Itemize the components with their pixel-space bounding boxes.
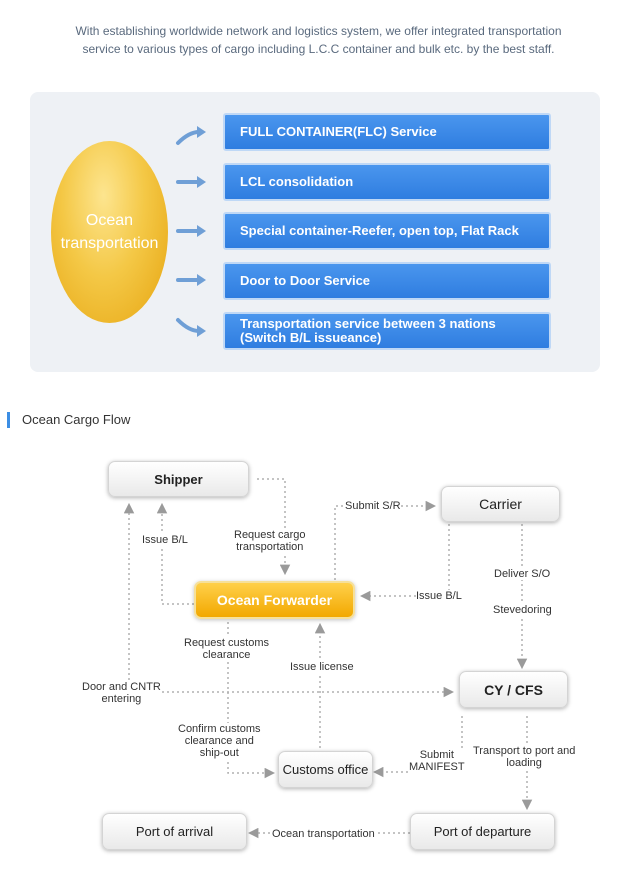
service-label: Door to Door Service <box>240 273 371 288</box>
label-submit-manifest-line-1: Submit <box>419 749 454 761</box>
label-deliver-so: Deliver S/O <box>494 568 551 580</box>
connector-request-customs <box>227 622 276 779</box>
node-port-of-arrival: Port of arrival <box>102 813 247 850</box>
arrow-to-service-3-icon <box>176 225 206 237</box>
service-three-nations: Transportation service between 3 nations… <box>223 312 551 350</box>
label-door-cntr: Door and CNTR entering <box>82 681 161 705</box>
section-title: Ocean Cargo Flow <box>7 412 130 428</box>
label-request-customs-line-2: clearance <box>202 649 251 661</box>
node-customs-label: Customs office <box>282 762 369 777</box>
node-forwarder-label: Ocean Forwarder <box>216 592 333 608</box>
oval-label-line-2: transportation <box>60 235 159 252</box>
intro-line-1: With establishing worldwide network and … <box>75 24 562 38</box>
connector-issue-bl-right <box>359 524 450 602</box>
node-carrier: Carrier <box>441 486 560 522</box>
connector-issue-bl-left <box>156 502 194 605</box>
node-shipper-label: Shipper <box>154 471 203 487</box>
node-port-of-departure: Port of departure <box>410 813 555 850</box>
service-label: FULL CONTAINER(FLC) Service <box>240 124 437 139</box>
service-label: LCL consolidation <box>240 174 354 189</box>
connector-submit-sr <box>334 500 437 580</box>
arrow-to-service-4-icon <box>176 274 206 286</box>
label-request-cargo-line-1: Request cargo <box>234 529 306 541</box>
label-transport-port-line-2: loading <box>506 757 542 769</box>
label-issue-bl-left: Issue B/L <box>142 534 188 546</box>
label-transport-port-line-1: Transport to port and <box>473 745 576 757</box>
label-confirm-customs-line-3: ship-out <box>199 747 239 759</box>
label-confirm-customs-line-1: Confirm customs <box>178 723 261 735</box>
arrow-to-service-2-icon <box>176 176 206 188</box>
label-transport-port: Transport to port and loading <box>473 745 576 769</box>
intro-text: With establishing worldwide network and … <box>40 22 597 58</box>
label-confirm-customs-line-2: clearance and <box>184 735 254 747</box>
service-door-to-door: Door to Door Service <box>223 262 551 300</box>
node-departure-label: Port of departure <box>433 824 532 839</box>
service-label-line-2: (Switch B/L issueance) <box>240 330 382 345</box>
intro-line-2: service to various types of cargo includ… <box>82 42 555 56</box>
node-cycfs-label: CY / CFS <box>484 681 543 698</box>
label-door-cntr-line-1: Door and CNTR <box>82 681 161 693</box>
node-ocean-forwarder: Ocean Forwarder <box>194 581 355 619</box>
node-carrier-label: Carrier <box>479 496 522 512</box>
service-full-container: FULL CONTAINER(FLC) Service <box>223 113 551 151</box>
label-issue-license: Issue license <box>290 661 354 673</box>
service-label: Special container-Reefer, open top, Flat… <box>240 223 519 238</box>
arrow-to-service-5-icon <box>176 318 206 337</box>
service-label-line-1: Transportation service between 3 nations <box>240 316 496 331</box>
service-special-container: Special container-Reefer, open top, Flat… <box>223 212 551 250</box>
label-submit-manifest-line-2: MANIFEST <box>409 761 465 773</box>
label-stevedoring: Stevedoring <box>493 604 552 616</box>
service-lcl-consolidation: LCL consolidation <box>223 163 551 201</box>
oval-label-line-1: Ocean <box>85 212 134 229</box>
label-issue-bl-right: Issue B/L <box>416 590 462 602</box>
label-request-customs: Request customs clearance <box>184 637 269 661</box>
node-shipper: Shipper <box>108 461 249 497</box>
label-submit-manifest: Submit MANIFEST <box>409 749 465 773</box>
node-arrival-label: Port of arrival <box>135 824 214 839</box>
label-request-cargo-line-2: transportation <box>236 541 304 553</box>
node-cy-cfs: CY / CFS <box>459 671 568 708</box>
label-request-customs-line-1: Request customs <box>184 637 269 649</box>
label-door-cntr-line-2: entering <box>101 693 142 705</box>
label-ocean-transport: Ocean transportation <box>272 828 375 840</box>
label-submit-sr: Submit S/R <box>345 500 401 512</box>
arrow-to-service-1-icon <box>176 126 206 145</box>
connector-request-cargo <box>257 478 291 576</box>
label-request-cargo: Request cargo transportation <box>234 529 306 553</box>
ocean-transportation-oval: Ocean transportation <box>51 141 168 323</box>
node-customs-office: Customs office <box>278 751 373 788</box>
label-confirm-customs: Confirm customs clearance and ship-out <box>178 723 261 759</box>
